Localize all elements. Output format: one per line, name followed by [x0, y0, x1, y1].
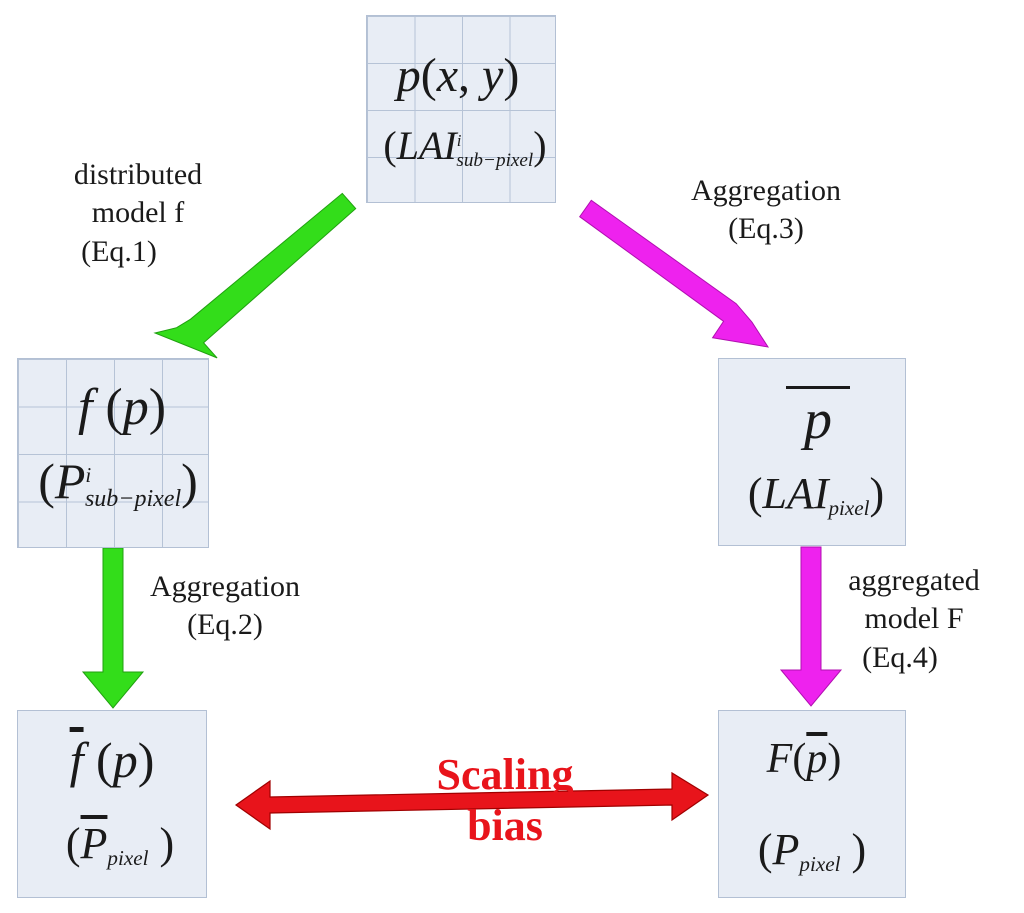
- right-result-sub-formula: (Ppixel ): [757, 825, 867, 877]
- arrow-aggregated-model: [779, 546, 843, 707]
- aggregated-input-box: [718, 358, 906, 546]
- distributed-model-label: distributed model f (Eq.1): [74, 156, 202, 271]
- left-result-formula: f (p): [69, 732, 155, 788]
- scaling-bias-label: Scaling bias: [437, 750, 574, 851]
- aggregated-model-label: aggregated model F (Eq.4): [848, 562, 980, 677]
- left-result-sub-formula: (Ppixel ): [65, 819, 175, 871]
- distributed-model-line: model f: [91, 196, 185, 230]
- scaling-bias-line: Scaling: [436, 750, 574, 799]
- source-formula: p(x, y): [396, 49, 520, 102]
- aggregation-top-line: (Eq.3): [728, 212, 804, 246]
- aggregated-model-line: (Eq.4): [862, 640, 938, 674]
- arrow-scaling-bias: [234, 771, 710, 831]
- scaling-bias-line: bias: [467, 800, 543, 850]
- distributed-output-formula: f (p): [77, 379, 167, 436]
- aggregated-input-sub-formula: (LAIpixel): [747, 469, 885, 521]
- arrow-aggregation-top: [579, 199, 770, 348]
- aggregation-left-line: Aggregation: [150, 570, 300, 603]
- aggregated-model-line: model F: [864, 602, 964, 636]
- aggregation-top-label: Aggregation (Eq.3): [691, 172, 841, 249]
- arrow-distributed-model: [153, 192, 357, 359]
- right-result-box: [718, 710, 906, 898]
- aggregated-input-formula: p: [786, 386, 850, 448]
- aggregation-top-line: Aggregation: [691, 174, 841, 207]
- source-box: [366, 15, 556, 203]
- distributed-output-sub-formula: (Pisub−pixel): [38, 453, 198, 513]
- left-result-box: [17, 710, 207, 898]
- aggregated-model-line: aggregated: [848, 564, 980, 597]
- aggregation-left-label: Aggregation (Eq.2): [150, 568, 300, 645]
- arrow-aggregation-left: [81, 547, 145, 709]
- aggregation-left-line: (Eq.2): [187, 608, 263, 642]
- distributed-model-line: distributed: [73, 158, 203, 191]
- source-sub-formula: (LAIisub−pixel): [383, 123, 547, 171]
- distributed-output-box: [17, 358, 209, 548]
- right-result-formula: F(p): [766, 736, 842, 782]
- distributed-model-line: (Eq.1): [81, 234, 157, 268]
